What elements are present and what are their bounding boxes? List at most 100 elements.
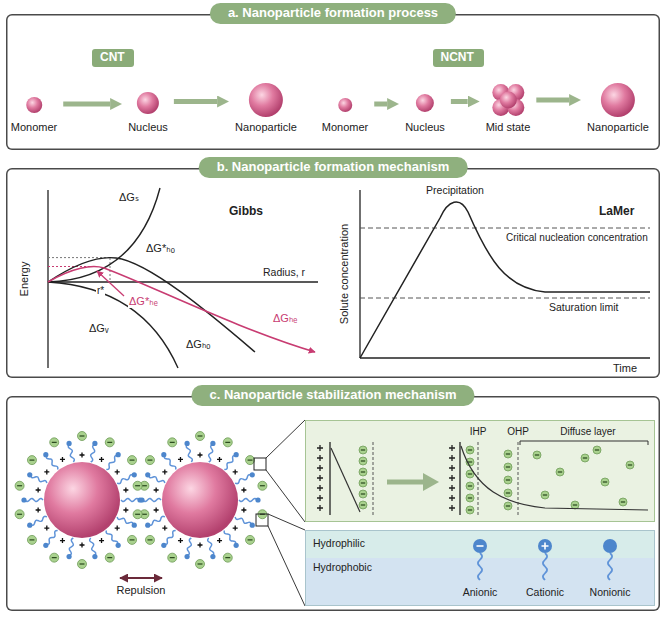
ligand-head bbox=[116, 543, 121, 548]
minus-sign bbox=[506, 453, 510, 454]
ion-dot bbox=[359, 468, 367, 476]
surfactant-head bbox=[473, 539, 487, 553]
minus-sign bbox=[52, 557, 57, 558]
axis-title: Radius, r bbox=[262, 266, 306, 278]
plane-line bbox=[373, 442, 374, 515]
inset-box: HydrophilicHydrophobicAnionicCationicNon… bbox=[305, 530, 655, 606]
plus-sign bbox=[115, 469, 120, 474]
anion bbox=[196, 560, 205, 569]
stabilized-particles bbox=[15, 432, 267, 579]
minus-sign bbox=[361, 493, 365, 494]
ion-dot bbox=[359, 490, 367, 498]
plus-sign bbox=[449, 445, 455, 451]
minus-sign bbox=[17, 514, 22, 515]
inset-label: Anionic bbox=[463, 586, 497, 598]
plus-sign bbox=[317, 465, 323, 471]
ion-dot bbox=[504, 502, 512, 510]
ohp-line bbox=[518, 442, 519, 515]
plus-sign bbox=[317, 445, 323, 451]
minus-sign bbox=[170, 442, 175, 443]
ion-dot bbox=[466, 494, 474, 502]
panel: b. Nanoparticle formation mechanism bbox=[6, 168, 660, 378]
radius-label: r* bbox=[96, 285, 105, 297]
plus-sign bbox=[449, 465, 455, 471]
plus-sign bbox=[449, 495, 455, 501]
ligand-head bbox=[132, 523, 137, 528]
ion-dot bbox=[359, 457, 367, 465]
ion-dot bbox=[105, 438, 114, 447]
curve-label: ΔG*ₕₒ bbox=[145, 242, 176, 255]
pointer-arrow bbox=[97, 271, 124, 296]
ion-dot bbox=[50, 438, 59, 447]
plus-sign bbox=[99, 457, 104, 462]
minus-sign bbox=[80, 563, 85, 564]
minus-sign bbox=[543, 494, 547, 495]
plus-sign bbox=[115, 526, 120, 531]
anion bbox=[27, 456, 36, 465]
anion bbox=[128, 456, 137, 465]
particle-label: Nucleus bbox=[405, 121, 445, 134]
inset-label: Hydrophobic bbox=[313, 561, 372, 573]
transition-arrow-head bbox=[423, 473, 439, 491]
anion bbox=[466, 494, 474, 502]
ion-dot bbox=[626, 461, 634, 469]
zoom-callouts bbox=[254, 420, 305, 606]
x-axis bbox=[360, 357, 650, 358]
ligand-head bbox=[92, 441, 97, 446]
ligand-tail bbox=[117, 475, 133, 484]
ion-dot bbox=[196, 432, 205, 441]
anion bbox=[258, 481, 267, 490]
ion-dot bbox=[619, 498, 627, 506]
ion-dot bbox=[504, 476, 512, 484]
plus-sign bbox=[217, 538, 222, 543]
plus-sign bbox=[80, 543, 85, 548]
plus-sign bbox=[178, 538, 183, 543]
stage-tag: CNT bbox=[92, 49, 134, 67]
ion-dot bbox=[571, 501, 579, 509]
ligand-tail bbox=[31, 475, 47, 483]
ligand-head bbox=[210, 554, 215, 559]
anion bbox=[504, 489, 512, 497]
minus-sign bbox=[506, 466, 510, 467]
ligand-head bbox=[66, 441, 71, 446]
plus-sign bbox=[542, 543, 549, 550]
ion-dot bbox=[223, 438, 232, 447]
ligand-tail bbox=[235, 475, 251, 484]
ligand-tail bbox=[164, 530, 175, 544]
minus-sign bbox=[628, 464, 632, 465]
minus-sign bbox=[130, 539, 135, 540]
minus-sign bbox=[142, 514, 147, 515]
ion-dot bbox=[50, 553, 59, 562]
particle-label: Monomer bbox=[322, 121, 368, 134]
minus-sign bbox=[506, 505, 510, 506]
minus-sign bbox=[573, 504, 577, 505]
ligand-head bbox=[234, 452, 239, 457]
process-arrow bbox=[451, 99, 468, 104]
minus-sign bbox=[361, 471, 365, 472]
anion bbox=[359, 457, 367, 465]
anion bbox=[78, 560, 87, 569]
sphere-icon bbox=[232, 82, 300, 118]
ion-dot bbox=[533, 451, 541, 459]
ion-dot bbox=[601, 478, 609, 486]
ligand-tail bbox=[68, 444, 74, 462]
ligand-tail bbox=[121, 498, 139, 501]
sphere-icon bbox=[483, 80, 534, 120]
ion-dot bbox=[258, 481, 267, 490]
ligand-head bbox=[184, 554, 189, 559]
process-arrow bbox=[374, 102, 387, 107]
nanoparticle-sphere bbox=[601, 83, 635, 117]
ion-dot bbox=[581, 454, 589, 462]
minus-sign bbox=[260, 485, 265, 486]
minus-sign bbox=[170, 557, 175, 558]
minus-sign bbox=[535, 454, 539, 455]
anion bbox=[466, 446, 474, 454]
concentration-curve bbox=[360, 202, 650, 358]
ligand-head bbox=[145, 472, 150, 477]
ligand-tail bbox=[46, 530, 57, 544]
anion bbox=[359, 479, 367, 487]
plus-sign bbox=[217, 457, 222, 462]
threshold-label: Saturation limit bbox=[548, 301, 619, 313]
ligand-tail bbox=[208, 538, 214, 556]
minus-sign bbox=[477, 545, 484, 547]
